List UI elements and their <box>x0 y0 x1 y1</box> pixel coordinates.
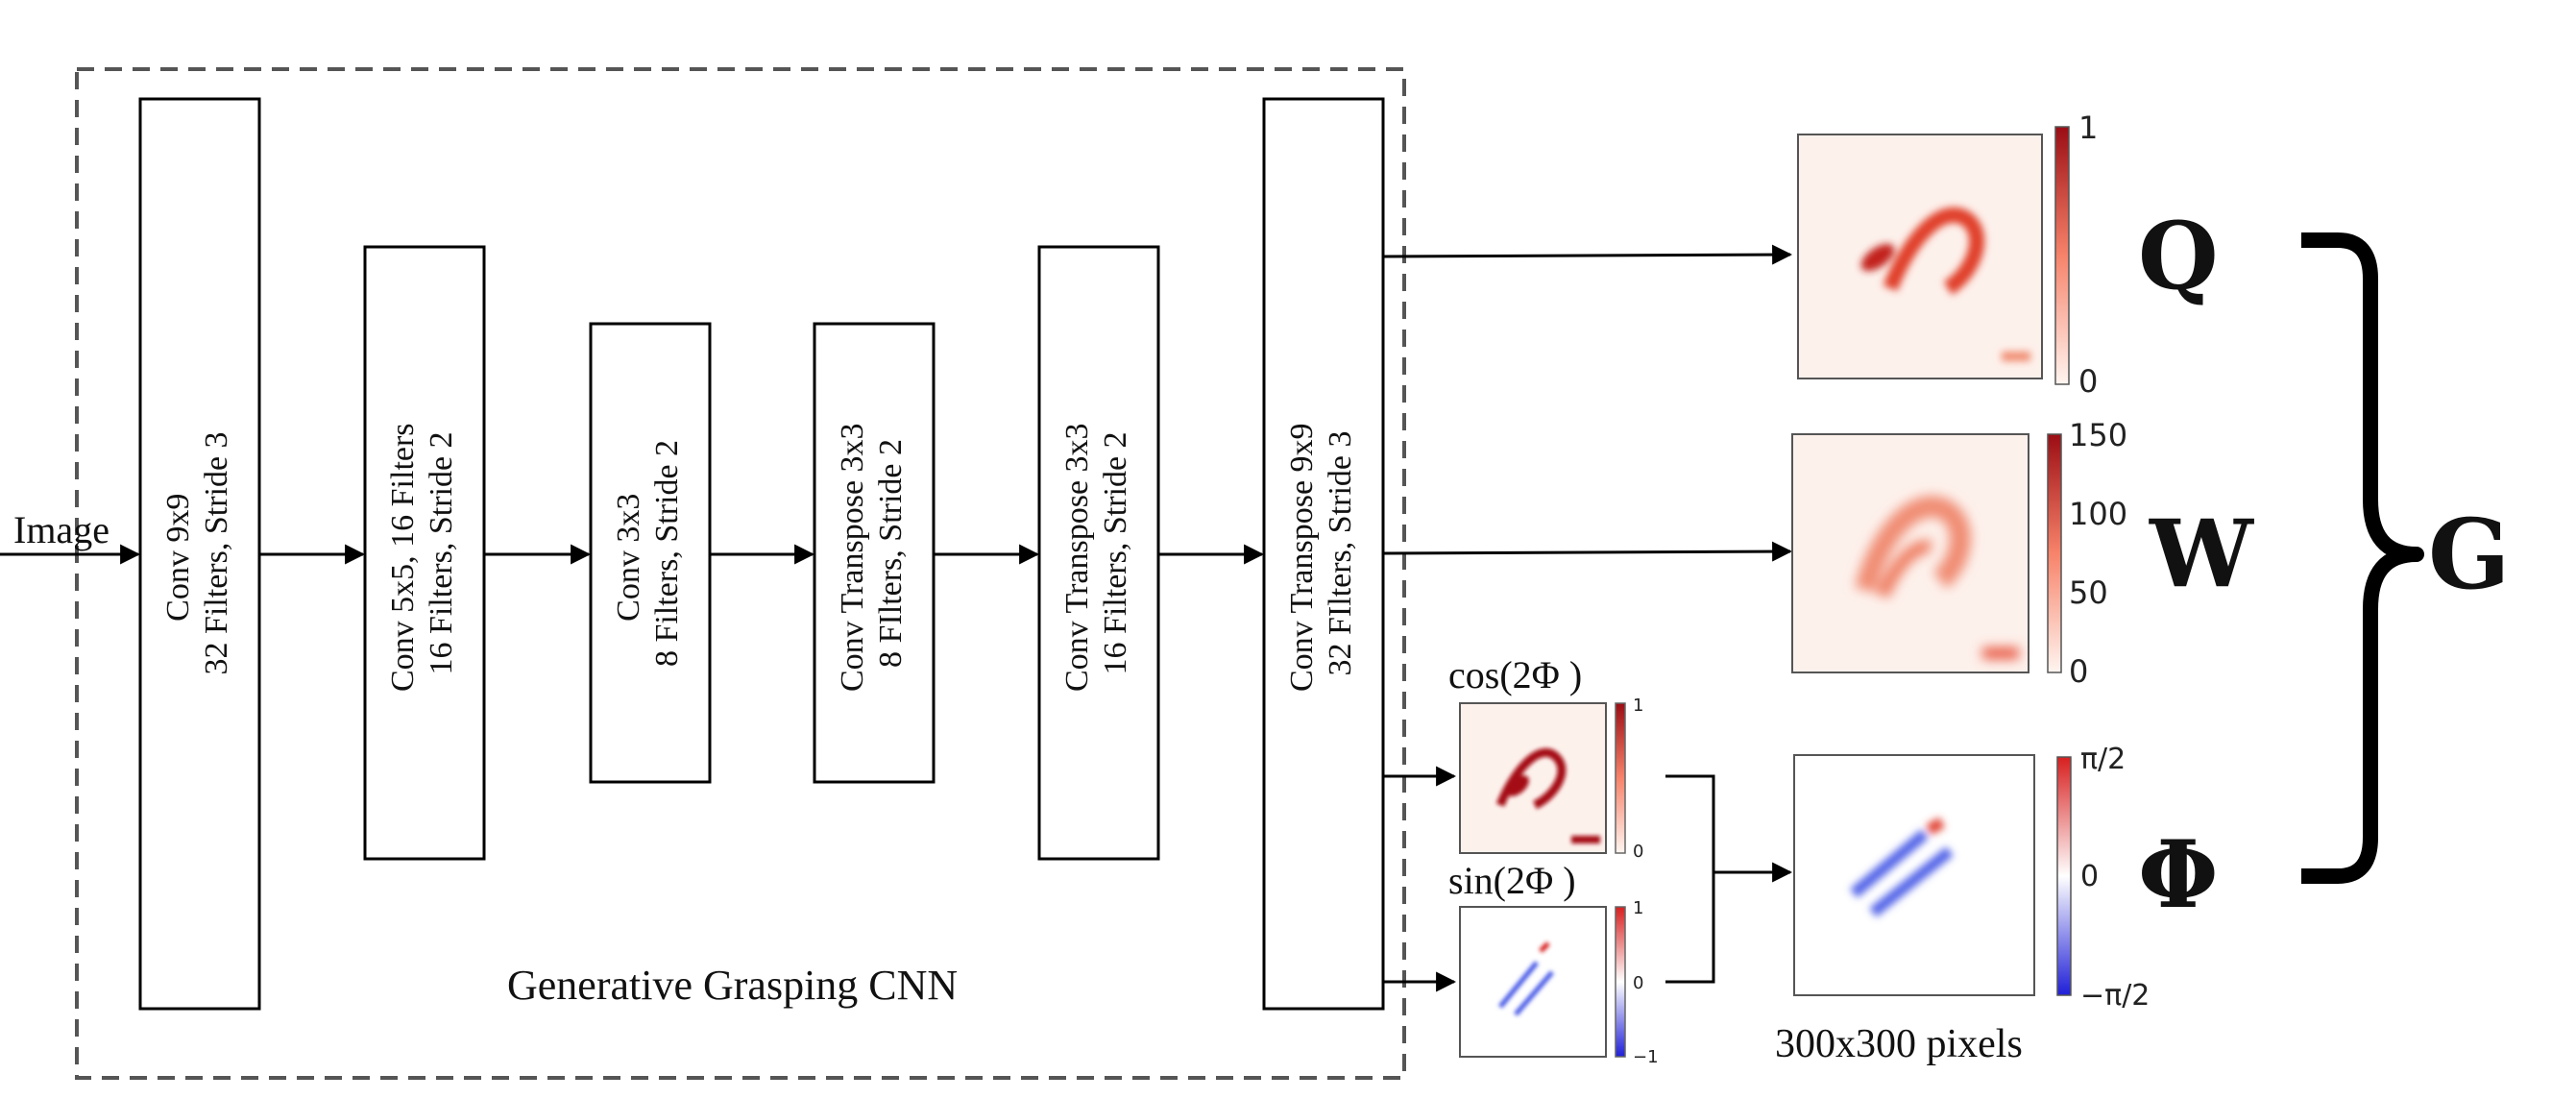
input-label: Image <box>13 508 109 551</box>
svg-text:Conv 3x3 8 Filters, Stri: Conv 3x3 8 Filters, Stride 2 <box>611 440 685 667</box>
svg-text:Conv 9x9 32 Filters, Str: Conv 9x9 32 Filters, Stride 3 <box>160 431 234 674</box>
cos-tick: 0 <box>1633 842 1643 862</box>
layer-conv2: Conv 5x5, 16 Filters 16 Filters, Stride … <box>363 245 486 861</box>
layer-deconv2-line1: Conv Transpose 3x3 <box>1059 423 1095 692</box>
svg-text:Conv Transpose 9x9 32 FI: Conv Transpose 9x9 32 FIlters, Stride 3 <box>1284 415 1358 692</box>
cos-colorbar: 1 0 <box>1615 696 1643 862</box>
svg-text:Conv Transpose 3x3 16 Fi: Conv Transpose 3x3 16 Filters, Stride 2 <box>1059 415 1133 692</box>
width-symbol: W <box>2149 500 2254 608</box>
layer-conv3-line2: 8 Filters, Stride 2 <box>649 440 685 667</box>
sin-tick: 0 <box>1633 973 1643 993</box>
width-tick: 150 <box>2069 417 2127 453</box>
cos-label: cos(2Φ ) <box>1448 653 1582 696</box>
quality-colorbar: 1 0 <box>2054 110 2098 400</box>
angle-colorbar: π/2 0 −π/2 <box>2056 743 2150 1013</box>
layer-deconv3-line1: Conv Transpose 9x9 <box>1284 423 1320 692</box>
layer-conv1-line1: Conv 9x9 <box>160 494 196 622</box>
width-map <box>1791 433 2029 673</box>
layer-deconv1-line2: 8 FIlters, Stride 2 <box>873 439 909 668</box>
layer-conv3: Conv 3x3 8 Filters, Stride 2 <box>589 322 712 784</box>
width-tick: 100 <box>2069 496 2127 532</box>
layer-conv2-line2: 16 Filters, Stride 2 <box>424 431 459 674</box>
layer-deconv1-line1: Conv Transpose 3x3 <box>835 423 870 692</box>
layer-deconv2: Conv Transpose 3x3 16 Filters, Stride 2 <box>1037 245 1160 861</box>
width-tick: 50 <box>2069 574 2108 611</box>
sin-map <box>1459 906 1607 1058</box>
grasp-symbol: G <box>2428 498 2510 611</box>
svg-text:Conv 5x5, 16 Filters 16: Conv 5x5, 16 Filters 16 Filters, Stride … <box>385 415 459 692</box>
output-arrows <box>1382 244 1793 992</box>
quality-map <box>1797 134 2043 379</box>
sin-tick: −1 <box>1633 1047 1659 1067</box>
size-label: 300x300 pixels <box>1775 1022 2023 1066</box>
layer-conv2-line1: Conv 5x5, 16 Filters <box>385 423 421 692</box>
svg-text:Conv Transpose 3x3 8 FIl: Conv Transpose 3x3 8 FIlters, Stride 2 <box>835 415 909 692</box>
sin-label: sin(2Φ ) <box>1448 859 1576 902</box>
angle-symbol: Φ <box>2138 820 2219 929</box>
sin-colorbar: 1 0 −1 <box>1615 898 1659 1067</box>
angle-map <box>1793 754 2035 996</box>
angle-tick: π/2 <box>2080 743 2126 776</box>
sin-tick: 1 <box>1633 898 1643 918</box>
grouping-brace <box>2301 232 2424 884</box>
layer-conv3-line1: Conv 3x3 <box>611 494 646 622</box>
angle-tick: 0 <box>2080 860 2099 893</box>
angle-tick: −π/2 <box>2080 979 2150 1013</box>
layer-deconv1: Conv Transpose 3x3 8 FIlters, Stride 2 <box>813 322 936 784</box>
layer-conv1: Conv 9x9 32 Filters, Stride 3 <box>138 97 261 1011</box>
quality-tick: 0 <box>2078 363 2098 400</box>
layer-deconv2-line2: 16 Filters, Stride 2 <box>1098 431 1133 674</box>
width-tick: 0 <box>2069 653 2088 690</box>
layer-deconv3: Conv Transpose 9x9 32 FIlters, Stride 3 <box>1262 97 1385 1011</box>
quality-symbol: Q <box>2138 202 2219 310</box>
cos-map <box>1459 702 1607 854</box>
cos-tick: 1 <box>1633 696 1643 716</box>
network-label: Generative Grasping CNN <box>507 962 958 1009</box>
quality-tick: 1 <box>2078 110 2098 146</box>
network-boundary <box>75 67 1406 1080</box>
layer-deconv3-line2: 32 FIlters, Stride 3 <box>1323 431 1358 676</box>
layer-conv1-line2: 32 Filters, Stride 3 <box>199 431 234 674</box>
width-colorbar: 150 100 50 0 <box>2047 417 2127 690</box>
